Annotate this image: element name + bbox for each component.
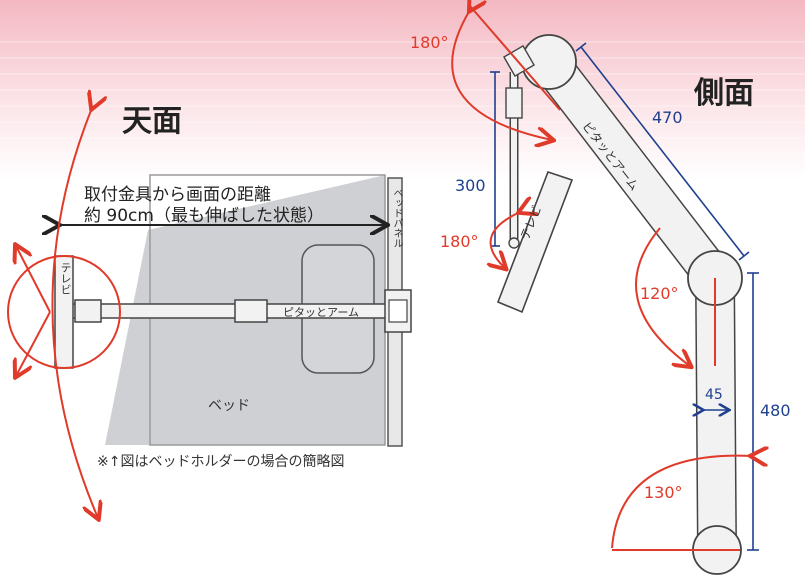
tv-rod-end [508, 237, 520, 249]
angle-base-arc [611, 456, 752, 549]
side-view-title: 側面 [694, 76, 754, 111]
dim-300-label: 300 [455, 176, 486, 195]
angle-tv-label: 180° [440, 232, 479, 251]
upper-arm [530, 43, 734, 297]
dim-480-label: 480 [760, 401, 791, 420]
dim-470-line [580, 46, 745, 257]
arm-joint-2 [234, 299, 268, 323]
note-label: ※↑図はベッドホルダーの場合の簡略図 [97, 454, 345, 470]
distance-label-line1: 取付金具から画面の距離 [84, 185, 271, 205]
angle-top-arc [451, 10, 552, 140]
angle-tv-arc [491, 212, 520, 268]
distance-label-line2: 約 90cm（最も伸ばした状態） [84, 206, 324, 226]
angle-elbow-label: 120° [640, 284, 679, 303]
swivel-line-a [16, 246, 51, 313]
angle-elbow-arc [635, 227, 690, 366]
dim-45-label: 45 [705, 387, 723, 403]
swivel-circle [7, 255, 121, 369]
dim-470-label: 470 [652, 108, 683, 127]
angle-top-ray [469, 5, 561, 111]
swing-arc [51, 108, 98, 518]
swivel-line-b [16, 311, 51, 376]
angle-base-label: 130° [644, 483, 683, 502]
bed-label: ベッド [208, 398, 250, 414]
header-stripes [0, 41, 805, 155]
tv-top-label: テレビ [59, 262, 72, 295]
angle-top-label: 180° [410, 33, 449, 52]
tv-rod-sleeve [505, 87, 523, 119]
arm-top-label: ピタッとアーム [283, 306, 360, 319]
bed-panel-label: ベッドパネル [391, 188, 402, 248]
arm-joint-1 [74, 299, 102, 323]
top-view-title: 天面 [122, 104, 182, 139]
clamp-inner [388, 299, 408, 323]
